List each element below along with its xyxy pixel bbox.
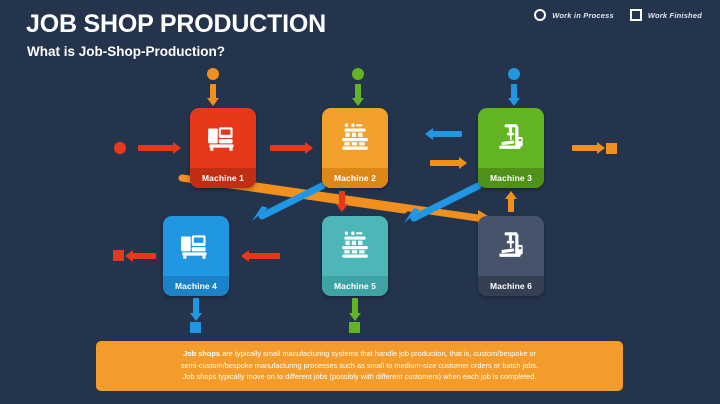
caption-line-3: Job shops typically move on to different… [182,372,537,382]
flow-arrow-top-m2 [355,84,361,99]
work-in-process-marker-m2-top [352,68,364,80]
flow-arrow-output-m4 [132,253,156,259]
legend: Work in Process Work Finished [534,9,702,21]
machine-label-6: Machine 6 [478,276,544,296]
page-title: JOB SHOP PRODUCTION [26,10,326,38]
work-in-process-marker-m3-top [508,68,520,80]
flow-arrow-m2-to-m3 [430,160,460,166]
drill-press-icon [478,108,544,168]
machine-card-3[interactable]: Machine 3 [478,108,544,188]
machine-card-4[interactable]: Machine 4 [163,216,229,296]
flow-arrow-top-m1 [210,84,216,99]
flow-arrow-m1-to-m2 [270,145,306,151]
machine-card-1[interactable]: Machine 1 [190,108,256,188]
flow-arrow-bottom-m5 [352,298,358,314]
work-in-process-marker-m1 [114,142,126,154]
flow-arrow-m3-to-m2 [432,131,462,137]
flow-arrow-m6-to-m3 [508,198,514,212]
machine-label-3: Machine 3 [478,168,544,188]
work-finished-marker-m4 [113,250,124,261]
flow-arrow-input-m1 [138,145,174,151]
cnc-machine-icon [163,216,229,276]
cnc-machine-icon [190,108,256,168]
work-finished-marker-m3 [606,143,617,154]
machine-label-1: Machine 1 [190,168,256,188]
legend-label-work-in-process: Work in Process [552,10,614,20]
machine-label-4: Machine 4 [163,276,229,296]
circle-outline-icon [534,9,547,21]
flow-arrow-m5-to-m4 [248,253,280,259]
flow-arrow-m2-to-m5 [339,191,345,205]
page-subtitle: What is Job-Shop-Production? [27,44,225,59]
caption-lead: Job shops [183,349,221,358]
drill-press-icon [478,216,544,276]
lathe-machine-icon [322,216,388,276]
flow-arrow-bottom-m4 [193,298,199,314]
machine-label-5: Machine 5 [322,276,388,296]
work-finished-marker-m4-bottom [190,322,201,333]
caption-line-1: Job shops are typically small manufactur… [110,348,609,360]
legend-label-work-finished: Work Finished [647,10,702,20]
legend-item-work-finished: Work Finished [629,9,702,21]
caption-line-1-text: are typically small manufacturing system… [220,349,536,358]
lathe-machine-icon [322,108,388,168]
flow-arrow-top-m3 [511,84,517,99]
caption-line-2: semi-custom/bespoke manufacturing proces… [180,360,539,370]
caption-box: Job shops are typically small manufactur… [96,341,623,391]
machine-card-2[interactable]: Machine 2 [322,108,388,188]
machine-card-6[interactable]: Machine 6 [478,216,544,296]
work-in-process-marker-m1-top [207,68,219,80]
legend-item-work-in-process: Work in Process [534,9,614,21]
flow-arrow-output-m3 [572,145,598,151]
machine-label-2: Machine 2 [322,168,388,188]
machine-card-5[interactable]: Machine 5 [322,216,388,296]
square-outline-icon [629,9,642,21]
work-finished-marker-m5-bottom [349,322,360,333]
